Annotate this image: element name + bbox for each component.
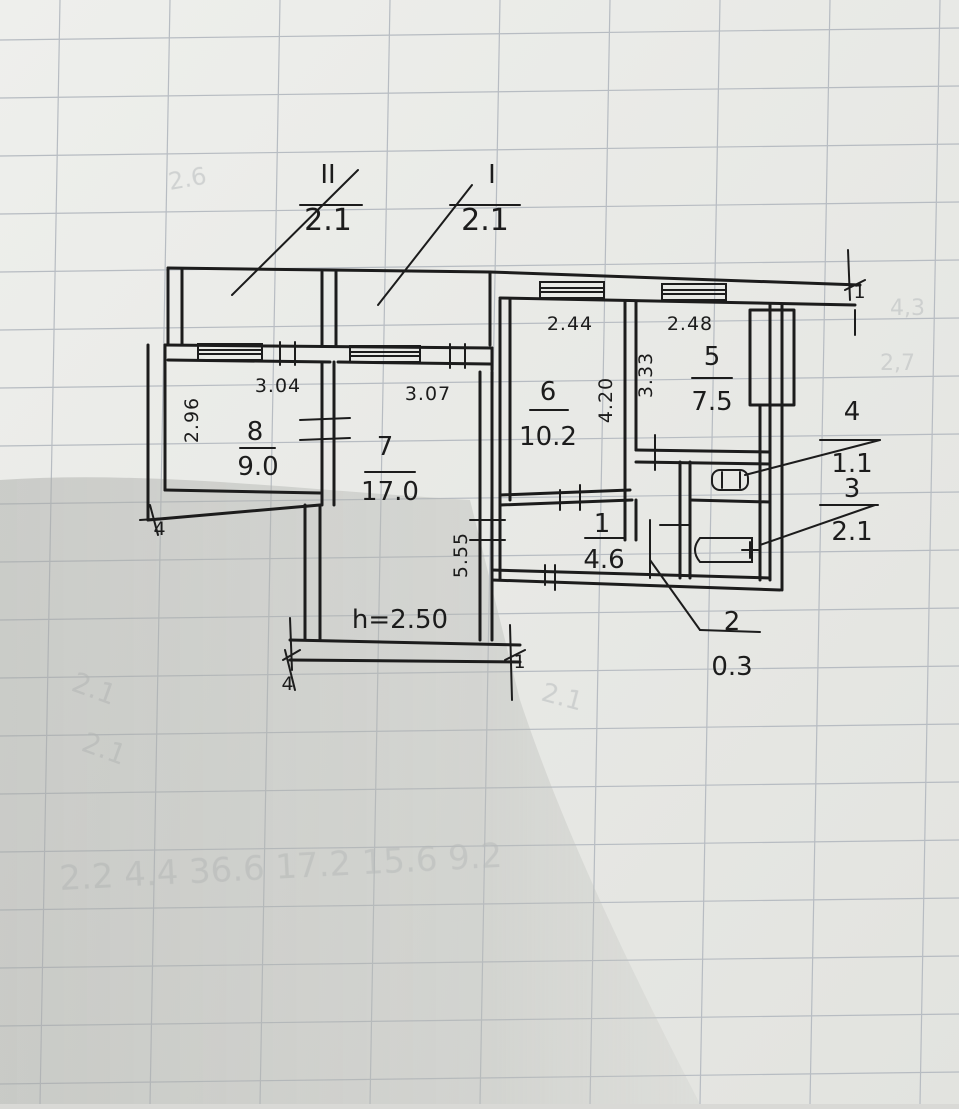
room-3-area: 2.1: [831, 517, 872, 547]
dim-room6-width: 2.44: [547, 313, 593, 335]
dim-room5-width: 2.48: [667, 313, 713, 335]
room-8-area: 9.0: [237, 452, 278, 482]
room-1-number: 1: [594, 509, 611, 539]
svg-text:2,7: 2,7: [880, 351, 915, 376]
room-6-number: 6: [540, 377, 557, 407]
room-8-number: 8: [247, 417, 264, 447]
axis-mark-bottom-left: 4: [281, 673, 294, 695]
grid-line: [919, 0, 941, 1105]
dim-hall-length: 5.55: [450, 532, 472, 578]
svg-text:4,3: 4,3: [890, 296, 925, 321]
grid-line: [0, 201, 959, 215]
room-1-area: 4.6: [583, 545, 624, 575]
room-5-area: 7.5: [691, 387, 732, 417]
room-7-number: 7: [377, 432, 394, 462]
room-5-number: 5: [704, 342, 721, 372]
room-3-number: 3: [844, 474, 861, 504]
windows: [197, 281, 727, 369]
bathroom-fixtures: [694, 469, 759, 563]
grid-line: [809, 0, 831, 1105]
grid-line: [0, 317, 959, 331]
axis-mark-left: 4: [153, 518, 166, 540]
exterior-walls: [146, 270, 862, 664]
balconies: [166, 169, 521, 347]
balcony-left-area: 2.1: [304, 203, 352, 238]
vent-shaft: [748, 308, 796, 582]
grid-line: [699, 0, 721, 1105]
room-4-number: 4: [844, 397, 861, 427]
grid-line: [0, 27, 959, 41]
dim-room5-depth: 3.33: [635, 352, 657, 398]
axis-marks: [139, 249, 866, 701]
room-4-area: 1.1: [831, 449, 872, 479]
room-2-number: 2: [724, 607, 741, 637]
axis-mark-right: 1: [853, 281, 866, 303]
grid-line: [0, 259, 959, 273]
grid-line: [0, 143, 959, 157]
dim-room8-width: 3.04: [255, 375, 301, 397]
photo-shadow: [0, 477, 700, 1105]
room-2-area: 0.3: [711, 652, 752, 682]
balcony-left-number: II: [320, 160, 335, 190]
dim-room7-width: 3.07: [405, 383, 451, 405]
interior-walls: [299, 300, 772, 591]
balcony-right-area: 2.1: [461, 203, 509, 238]
svg-text:2.6: 2.6: [166, 162, 208, 196]
balcony-right-number: I: [488, 160, 496, 190]
axis-mark-bottom-right: 1: [513, 651, 526, 673]
bathtub-icon: [694, 537, 753, 563]
leader-lines: [649, 439, 881, 633]
room-7-area: 17.0: [361, 477, 419, 507]
dim-room8-depth: 2.96: [181, 397, 203, 443]
grid-line: [0, 85, 959, 99]
ceiling-height: h=2.50: [352, 605, 448, 635]
room-6-area: 10.2: [519, 422, 577, 452]
dim-room6-depth: 4.20: [595, 377, 617, 423]
toilet-icon: [711, 469, 749, 491]
